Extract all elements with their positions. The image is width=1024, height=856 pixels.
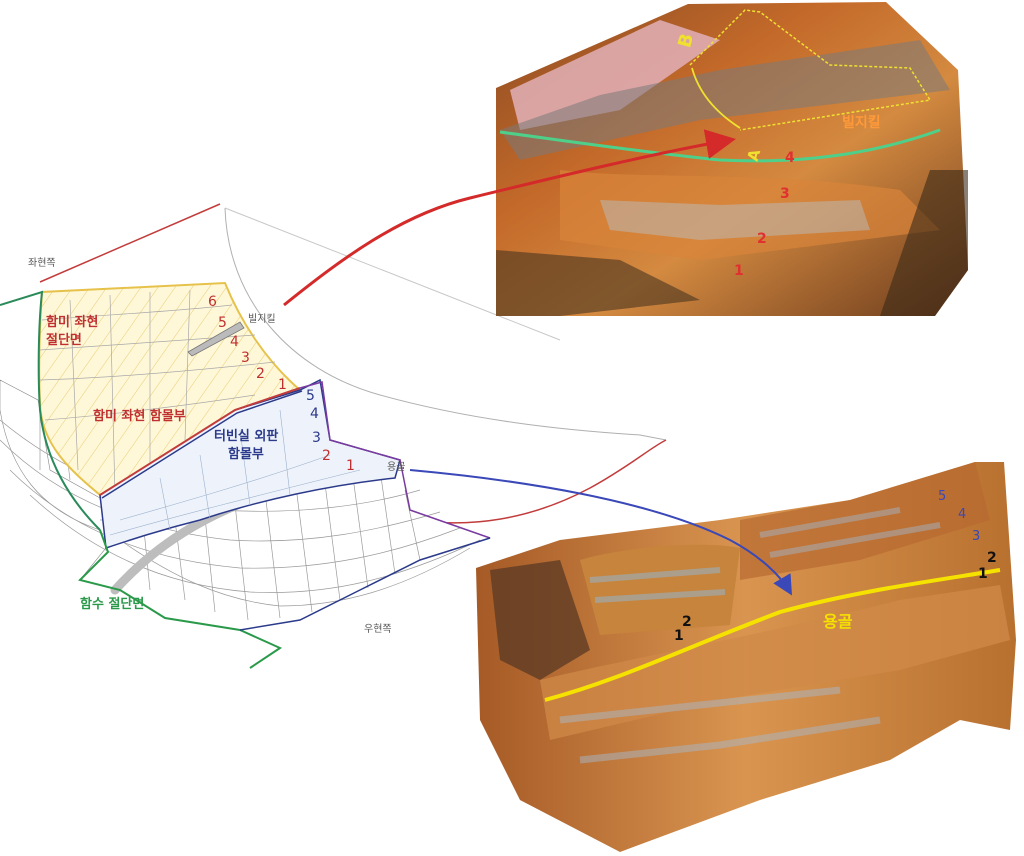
upper-number: 5 — [218, 315, 227, 331]
stern-dent-grid — [39, 289, 276, 496]
upper-number: 1 — [278, 377, 287, 393]
photo-bottom-keel-label: 용골 — [823, 612, 853, 631]
lower-dent-numbers: 5 4 3 2 1 — [306, 388, 355, 474]
arrow-keel-to-photo — [409, 469, 793, 596]
marker-b: B — [674, 31, 698, 50]
purple-outline — [299, 381, 491, 539]
turbine-dent-region — [99, 378, 401, 550]
dent-boundary-line-blue — [101, 390, 303, 499]
upper-number: 4 — [230, 334, 239, 350]
photo-top-green-line — [499, 128, 941, 163]
turbine-dent-label-1: 터빈실 외판 — [214, 428, 278, 444]
bilge-keel-label: 빌지킬 — [248, 312, 276, 325]
hull-red-edge — [39, 203, 221, 283]
photo-bottom-left-number: 2 — [682, 614, 692, 630]
photo-bottom-blue-number: 4 — [958, 507, 966, 522]
photo-top-ab-arrow — [691, 67, 741, 129]
stern-port-dent-label: 함미 좌현 함몰부 — [93, 408, 186, 424]
hull-red-keel-edge — [414, 439, 667, 524]
photo-top-bilge-outline — [689, 9, 932, 131]
arrow-bilge-keel-to-photo — [283, 129, 736, 307]
lower-number: 2 — [322, 448, 331, 464]
stern-port-section-label-1: 함미 좌현 — [46, 314, 98, 330]
starboard-outline — [239, 537, 491, 631]
marker-a: A — [744, 147, 764, 163]
hull-diagram: 좌현쪽 우현쪽 함미 좌현 절단면 함미 좌현 함몰부 터빈실 외판 함몰부 함… — [0, 203, 667, 669]
hull-top-edge — [224, 207, 561, 341]
photo-top-shadow — [496, 250, 700, 316]
upper-dent-numbers: 6 5 4 3 2 1 — [208, 294, 287, 393]
photo-top-pink-area — [510, 20, 720, 130]
lower-number: 1 — [346, 458, 355, 474]
bow-section-label: 함수 절단면 — [80, 596, 144, 612]
upper-number: 3 — [241, 350, 250, 366]
photo-bottom-debris — [490, 560, 590, 680]
turbine-dent-grid — [109, 409, 361, 536]
bow-section-outline — [78, 529, 283, 669]
photo-bottom-right-number: 1 — [978, 566, 988, 582]
turbine-dent-label-2: 함몰부 — [228, 446, 264, 462]
photo-bottom-paint-streaks — [559, 686, 881, 764]
photo-bottom-upper-paint — [759, 507, 941, 558]
photo-top-number: 3 — [780, 186, 790, 202]
photo-top: B A 빌지킬 4 3 2 1 — [496, 2, 968, 316]
lower-number: 5 — [306, 388, 315, 404]
bilge-keel-shape — [187, 321, 245, 357]
photo-bottom-right-number: 2 — [987, 550, 997, 566]
photo-bottom-blue-number: 5 — [938, 489, 946, 504]
lower-number: 4 — [310, 406, 319, 422]
photo-top-paint — [600, 200, 870, 240]
dent-boundary-line — [99, 387, 301, 496]
stern-port-dent-hatch — [39, 283, 301, 495]
photo-top-bilge-keel-label: 빌지킬 — [842, 115, 881, 131]
photo-top-number: 4 — [785, 150, 795, 166]
keel-label: 용골 — [387, 461, 405, 473]
photo-bottom-plate — [540, 585, 1010, 740]
upper-number: 6 — [208, 294, 217, 310]
photo-bottom-cylinder-paint — [589, 567, 726, 603]
photo-bottom-keel-line — [544, 568, 1001, 702]
upper-number: 2 — [256, 366, 265, 382]
photo-top-number: 2 — [757, 231, 767, 247]
photo-top-shadow-right — [880, 170, 968, 316]
photo-top-steel — [500, 40, 950, 160]
lower-number: 3 — [312, 430, 321, 446]
port-side-label: 좌현쪽 — [28, 257, 56, 269]
photo-top-rust-panel — [560, 170, 940, 260]
photo-bottom-cylinder — [580, 544, 740, 635]
stern-section-outline — [0, 290, 101, 531]
photo-top-number: 1 — [734, 263, 744, 279]
photo-bottom-blue-number: 3 — [972, 529, 980, 544]
starboard-side-label: 우현쪽 — [364, 623, 392, 635]
photo-bottom: 용골 5 4 3 1 2 1 2 — [476, 462, 1016, 852]
hull-outline-upper — [224, 207, 667, 441]
photo-bottom-left-number: 1 — [674, 628, 684, 644]
stern-port-section-label-2: 절단면 — [46, 332, 82, 348]
